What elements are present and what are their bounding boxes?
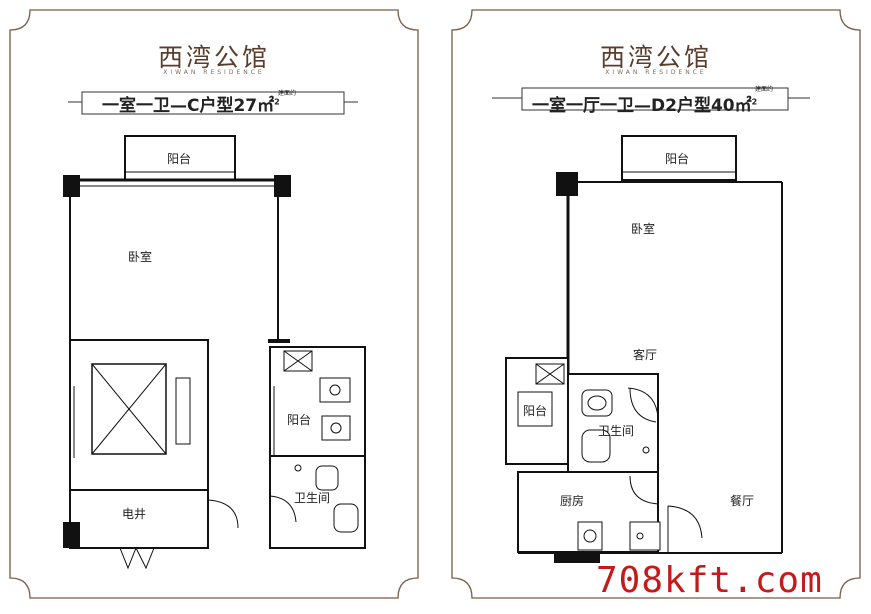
floorplan-c-drawing xyxy=(9,9,419,599)
room-label-balcony: 阳台 xyxy=(523,404,548,418)
unit-title-text: 一室一卫—C户型27㎡ xyxy=(102,96,275,116)
floorplan-d2-drawing xyxy=(451,9,861,599)
watermark-text: 708kft.com xyxy=(596,560,823,601)
room-label-balcony: 阳台 xyxy=(665,152,690,166)
balcony-top xyxy=(124,135,236,181)
unit-title: 一室一厅一卫—D2户型40㎡2 xyxy=(532,91,757,116)
unit-title: 一室一卫—C户型27㎡2 xyxy=(102,91,280,116)
frame-border xyxy=(451,9,861,599)
door-swing xyxy=(119,546,155,570)
room-label-shaft: 电井 xyxy=(122,507,147,521)
pillar xyxy=(63,175,80,197)
unit-title-text: 一室一厅一卫—D2户型40㎡ xyxy=(532,96,752,116)
balcony-top xyxy=(621,135,737,181)
frame-border xyxy=(9,9,419,599)
title-box xyxy=(81,91,345,115)
unit-title-sup: 2 xyxy=(751,97,758,107)
floorplan-panel-d2: 西湾公馆 XIWAN RESIDENCE 一室一厅一卫—D2户型40㎡2 建面约… xyxy=(450,8,862,600)
floorplan-panel-c: 西湾公馆 XIWAN RESIDENCE 一室一卫—C户型27㎡2 建面约 阳台… xyxy=(8,8,420,600)
room-label-bathroom: 卫生间 xyxy=(598,424,635,438)
room-label-dining: 餐厅 xyxy=(730,494,755,508)
area-small-label: 建面约 xyxy=(278,90,297,97)
room-label-bedroom: 卧室 xyxy=(631,222,656,236)
brand-name: 西湾公馆 xyxy=(599,43,712,72)
room-label-kitchen: 厨房 xyxy=(560,494,585,508)
brand-name: 西湾公馆 xyxy=(157,43,270,72)
room-label-bedroom: 卧室 xyxy=(128,250,153,264)
room-label-living: 客厅 xyxy=(633,348,658,362)
room-label-balcony: 阳台 xyxy=(287,413,312,427)
electric-shaft xyxy=(69,489,209,549)
room-label-bathroom: 卫生间 xyxy=(294,491,331,505)
pillar xyxy=(274,175,291,197)
unit-title-sup: 2 xyxy=(274,97,280,107)
area-small-label: 建面约 xyxy=(755,86,774,93)
brand-subtitle: XIWAN RESIDENCE xyxy=(163,69,265,76)
brand-subtitle: XIWAN RESIDENCE xyxy=(605,69,707,76)
title-box xyxy=(521,87,789,111)
room-label-balcony: 阳台 xyxy=(167,152,192,166)
